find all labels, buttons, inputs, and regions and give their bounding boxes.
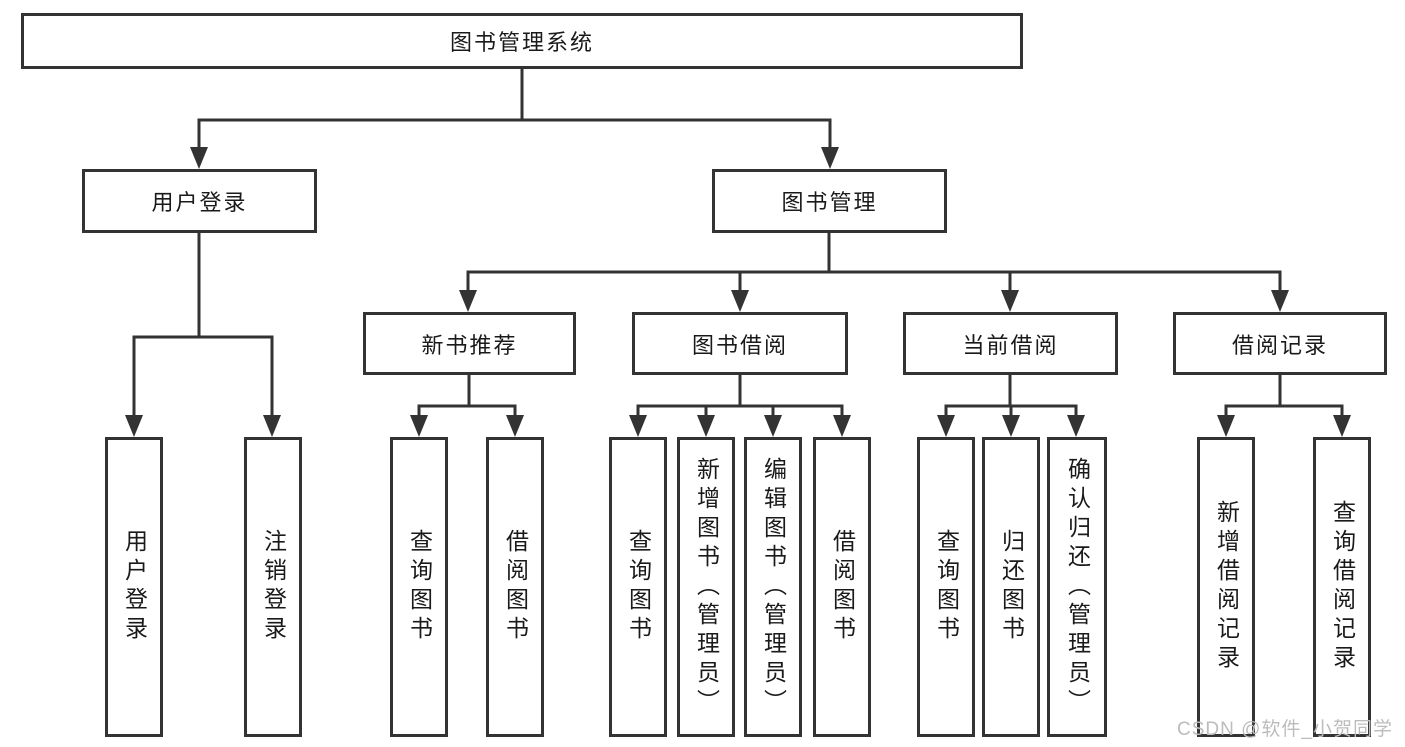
leaf-query-books-1: 查询图书 <box>390 437 448 737</box>
leaf-return-books: 归还图书 <box>982 437 1040 737</box>
arrow-down-icon <box>937 415 955 437</box>
node-label: 图书管理系统 <box>449 30 594 55</box>
arrow-down-icon <box>410 415 428 437</box>
arrow-down-icon <box>459 290 477 312</box>
connector-records-to-leaves <box>1224 375 1344 415</box>
node-label: 编辑图书（管理员） <box>760 456 787 718</box>
leaf-edit-books-admin: 编辑图书（管理员） <box>744 437 802 737</box>
arrow-down-icon <box>1333 415 1351 437</box>
node-label: 查询图书 <box>625 529 652 645</box>
connector-userlogin-to-leaves <box>132 233 274 415</box>
arrow-down-icon <box>1001 290 1019 312</box>
leaf-query-books-3: 查询图书 <box>917 437 975 737</box>
node-label: 当前借阅 <box>962 332 1059 358</box>
arrow-down-icon <box>629 415 647 437</box>
node-label: 确认归还（管理员） <box>1064 456 1091 718</box>
node-current-borrow: 当前借阅 <box>903 312 1118 375</box>
connector-current-to-leaves <box>944 375 1078 415</box>
node-book-borrow: 图书借阅 <box>632 312 848 375</box>
leaf-confirm-return-admin: 确认归还（管理员） <box>1047 437 1107 737</box>
arrow-down-icon <box>697 415 715 437</box>
node-label: 新书推荐 <box>421 332 518 358</box>
connector-root-to-branches <box>197 69 832 147</box>
node-book-management-system-root: 图书管理系统 <box>21 13 1023 69</box>
node-label: 用户登录 <box>121 529 148 645</box>
leaf-query-borrow-record: 查询借阅记录 <box>1313 437 1371 737</box>
node-label: 图书借阅 <box>691 332 788 358</box>
node-borrow-records: 借阅记录 <box>1173 312 1387 375</box>
arrow-down-icon <box>263 415 281 437</box>
arrow-down-icon <box>506 415 524 437</box>
csdn-watermark: CSDN @软件_小贺同学 <box>1177 719 1393 740</box>
arrow-down-icon <box>821 147 839 169</box>
leaf-user-login: 用户登录 <box>105 437 163 737</box>
node-label: 查询图书 <box>933 529 960 645</box>
arrow-down-icon <box>1002 415 1020 437</box>
arrow-down-icon <box>1217 415 1235 437</box>
node-label: 借阅图书 <box>502 529 529 645</box>
node-label: 注销登录 <box>260 529 287 645</box>
arrow-down-icon <box>190 147 208 169</box>
arrow-down-icon <box>731 290 749 312</box>
node-label: 新增借阅记录 <box>1213 500 1240 674</box>
leaf-borrow-books-1: 借阅图书 <box>486 437 544 737</box>
leaf-query-books-2: 查询图书 <box>609 437 667 737</box>
node-label: 用户登录 <box>151 190 248 215</box>
node-label: 归还图书 <box>998 529 1025 645</box>
leaf-borrow-books-2: 借阅图书 <box>813 437 871 737</box>
node-label: 新增图书（管理员） <box>693 456 720 718</box>
arrow-down-icon <box>1067 415 1085 437</box>
connector-borrow-to-leaves <box>636 375 844 415</box>
leaf-add-books-admin: 新增图书（管理员） <box>677 437 735 737</box>
arrow-down-icon <box>764 415 782 437</box>
node-label: 查询图书 <box>406 529 433 645</box>
node-user-login-branch: 用户登录 <box>82 169 317 233</box>
leaf-logout: 注销登录 <box>244 437 302 737</box>
connector-newbook-to-leaves <box>417 375 517 415</box>
node-new-book-recommend: 新书推荐 <box>363 312 576 375</box>
node-label: 图书管理 <box>781 190 878 215</box>
arrow-down-icon <box>125 415 143 437</box>
node-label: 查询借阅记录 <box>1329 500 1356 674</box>
arrow-down-icon <box>1271 290 1289 312</box>
leaf-add-borrow-record: 新增借阅记录 <box>1197 437 1255 737</box>
arrow-down-icon <box>833 415 851 437</box>
connector-bookmgmt-to-groups <box>466 233 1282 290</box>
arrowheads <box>125 147 1351 437</box>
node-label: 借阅图书 <box>829 529 856 645</box>
node-label: 借阅记录 <box>1231 332 1328 358</box>
node-book-management-branch: 图书管理 <box>712 169 947 233</box>
